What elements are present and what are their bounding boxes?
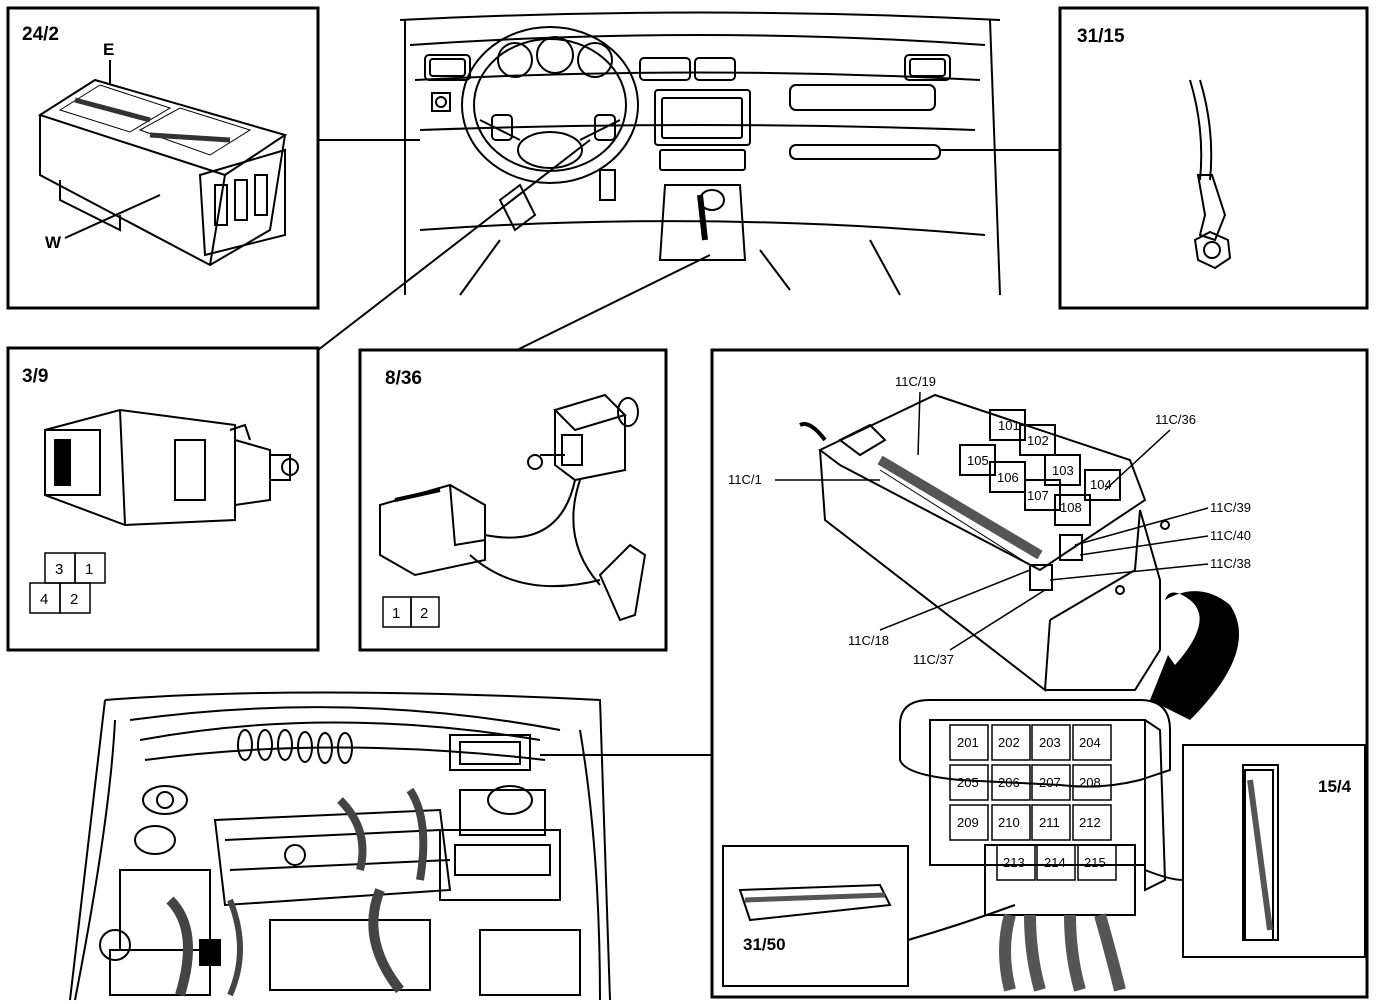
switch-3-9-frame xyxy=(6,346,320,652)
sensor-8-36-panel: 8/36 1 2 xyxy=(358,348,668,652)
switch-3-9-pin-diagram: 3 1 4 2 xyxy=(29,552,106,614)
fuse-207: 207 xyxy=(1039,775,1061,790)
switch-3-9-illustration xyxy=(44,408,299,527)
pin-1: 1 xyxy=(85,561,93,578)
fuse-212: 212 xyxy=(1079,815,1101,830)
switch-3-9-title: 3/9 xyxy=(22,366,48,387)
relay-24-2-panel: 24/2 E W xyxy=(6,6,320,310)
relay-24-2-label-w: W xyxy=(45,233,62,252)
ground-31-15-frame xyxy=(1058,6,1369,310)
relay-105: 105 xyxy=(967,453,989,468)
fuse-215: 215 xyxy=(1084,855,1106,870)
callout-11c-36: 11C/36 xyxy=(1155,412,1196,427)
ground-strap-illustration xyxy=(1189,79,1232,270)
connector-31-50-inset: 31/50 xyxy=(722,845,1016,987)
ground-31-15-panel: 31/15 xyxy=(1058,6,1369,310)
callout-11c-1: 11C/1 xyxy=(728,472,762,487)
pin-2: 2 xyxy=(420,605,428,622)
relay-103: 103 xyxy=(1052,463,1074,478)
fuse-211: 211 xyxy=(1039,815,1060,830)
upper-fuse-box-illustration: 101 102 105 106 103 107 104 108 xyxy=(799,393,1170,692)
fuse-214: 214 xyxy=(1044,855,1066,870)
fuse-210: 210 xyxy=(998,815,1020,830)
connector-15-4-inset: 15/4 xyxy=(1144,744,1366,958)
fuse-213: 213 xyxy=(1003,855,1025,870)
relay-24-2-label-e: E xyxy=(103,40,114,59)
dashboard-illustration xyxy=(399,11,1001,296)
pin-2: 2 xyxy=(70,591,78,608)
relay-24-2-illustration xyxy=(37,78,288,267)
callout-11c-18: 11C/18 xyxy=(848,633,889,648)
relay-102: 102 xyxy=(1027,433,1049,448)
callout-11c-40: 11C/40 xyxy=(1210,528,1251,543)
leader-lines xyxy=(317,139,1060,756)
fuse-206: 206 xyxy=(998,775,1020,790)
fuse-box-panel: 101 102 105 106 103 107 104 108 11C/19 1… xyxy=(710,348,1369,999)
sensor-8-36-pin-diagram: 1 2 xyxy=(382,596,440,628)
callout-11c-37: 11C/37 xyxy=(913,652,954,667)
fuse-201: 201 xyxy=(957,735,979,750)
callout-11c-38: 11C/38 xyxy=(1210,556,1251,571)
flip-arrow-icon xyxy=(1150,591,1239,725)
relay-108: 108 xyxy=(1060,500,1082,515)
connector-31-50-label: 31/50 xyxy=(743,935,786,954)
sensor-8-36-illustration xyxy=(379,393,647,622)
relay-104: 104 xyxy=(1090,477,1112,492)
engine-bay-illustration xyxy=(69,691,611,1001)
callout-11c-39: 11C/39 xyxy=(1210,500,1251,515)
wire-harness xyxy=(999,913,1126,992)
fuse-209: 209 xyxy=(957,815,979,830)
switch-3-9-panel: 3/9 3 1 4 2 xyxy=(6,346,320,652)
pin-4: 4 xyxy=(40,591,48,608)
relay-24-2-frame xyxy=(6,6,320,310)
ground-31-15-title: 31/15 xyxy=(1077,26,1125,47)
fuse-box-frame xyxy=(710,348,1369,999)
callout-11c-19: 11C/19 xyxy=(895,374,936,389)
fuse-208: 208 xyxy=(1079,775,1101,790)
relay-107: 107 xyxy=(1027,488,1049,503)
relay-24-2-title: 24/2 xyxy=(22,24,59,45)
lower-fuse-grid: 201 202 203 204 205 206 207 208 209 210 … xyxy=(949,724,1117,881)
pin-3: 3 xyxy=(55,561,63,578)
connector-15-4-label: 15/4 xyxy=(1318,777,1352,796)
sensor-8-36-frame xyxy=(358,348,668,652)
relay-101: 101 xyxy=(998,418,1020,433)
fuse-205: 205 xyxy=(957,775,979,790)
fuse-202: 202 xyxy=(998,735,1020,750)
fuse-203: 203 xyxy=(1039,735,1061,750)
sensor-8-36-title: 8/36 xyxy=(385,368,422,389)
pin-1: 1 xyxy=(392,605,400,622)
relay-106: 106 xyxy=(997,470,1019,485)
fuse-204: 204 xyxy=(1079,735,1101,750)
